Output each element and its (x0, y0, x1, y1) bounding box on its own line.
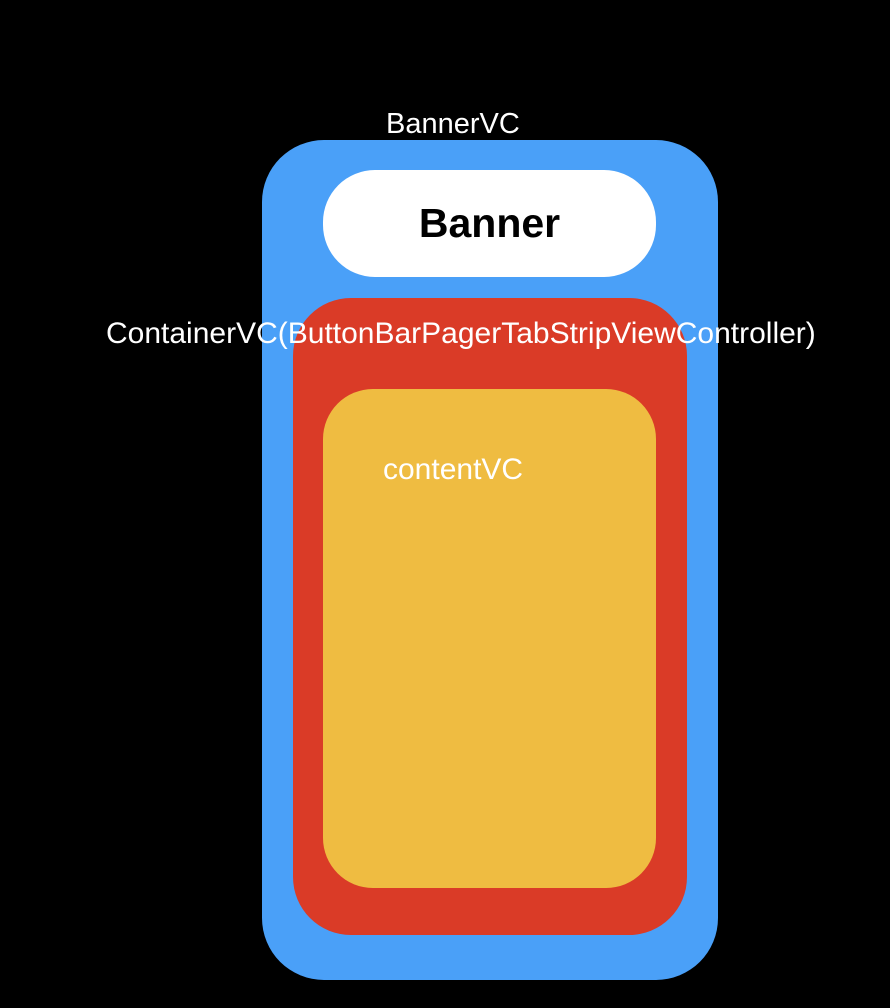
banner-vc-label: BannerVC (386, 108, 520, 140)
content-vc-label: contentVC (383, 453, 524, 486)
banner-box: Banner (323, 170, 656, 277)
banner-label: Banner (418, 200, 561, 246)
content-vc-box (323, 389, 656, 888)
container-vc-label: ContainerVC(ButtonBarPagerTabStripViewCo… (106, 317, 816, 350)
